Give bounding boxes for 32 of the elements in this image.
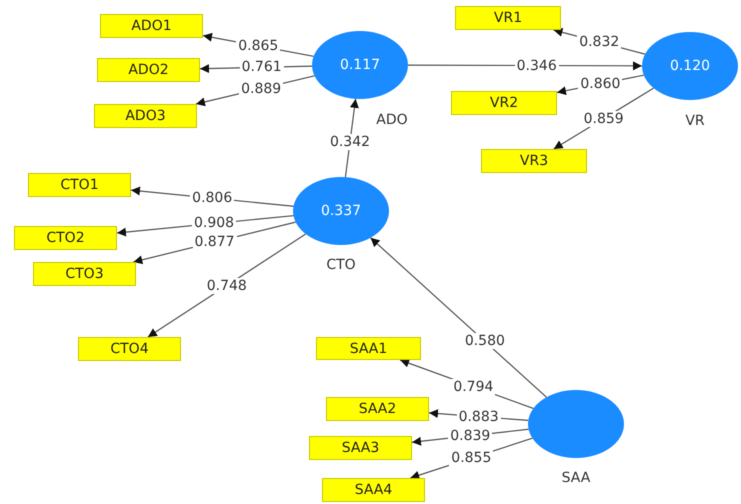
edge-label: 0.859 — [582, 110, 626, 127]
indicator-box: VR2 — [451, 91, 557, 115]
indicator-box: CTO4 — [78, 337, 181, 361]
indicator-box: CTO2 — [14, 226, 117, 250]
indicator-box: VR1 — [455, 6, 561, 30]
latent-variable-circle: 0.120 — [642, 32, 738, 100]
indicator-box: CTO3 — [33, 262, 136, 286]
edge-label: 0.860 — [578, 76, 622, 92]
node-label: CTO — [326, 257, 356, 273]
node-label: ADO — [376, 112, 408, 128]
node-label: VR — [685, 113, 705, 129]
node-label: SAA — [562, 470, 590, 486]
edge-label: 0.580 — [462, 333, 507, 350]
edge-label: 0.832 — [577, 34, 622, 50]
indicator-box: SAA1 — [316, 337, 421, 360]
indicator-box: ADO1 — [100, 14, 203, 38]
indicator-box: SAA4 — [322, 478, 425, 502]
edge-label: 0.889 — [239, 80, 284, 96]
edge-label: 0.794 — [451, 378, 496, 395]
indicator-box: ADO3 — [94, 104, 197, 128]
indicator-box: CTO1 — [28, 173, 131, 197]
edge-label: 0.855 — [449, 450, 494, 466]
indicator-box: SAA3 — [309, 436, 412, 460]
indicator-box: VR3 — [481, 149, 587, 173]
edge-label: 0.865 — [236, 38, 280, 54]
latent-variable-circle: 0.337 — [293, 177, 389, 245]
latent-variable-circle: 0.117 — [312, 31, 408, 99]
indicator-box: SAA2 — [326, 397, 429, 421]
edge-label: 0.748 — [204, 278, 249, 294]
arrow — [370, 237, 547, 398]
edge-label: 0.877 — [192, 234, 237, 250]
indicator-box: ADO2 — [97, 58, 200, 82]
